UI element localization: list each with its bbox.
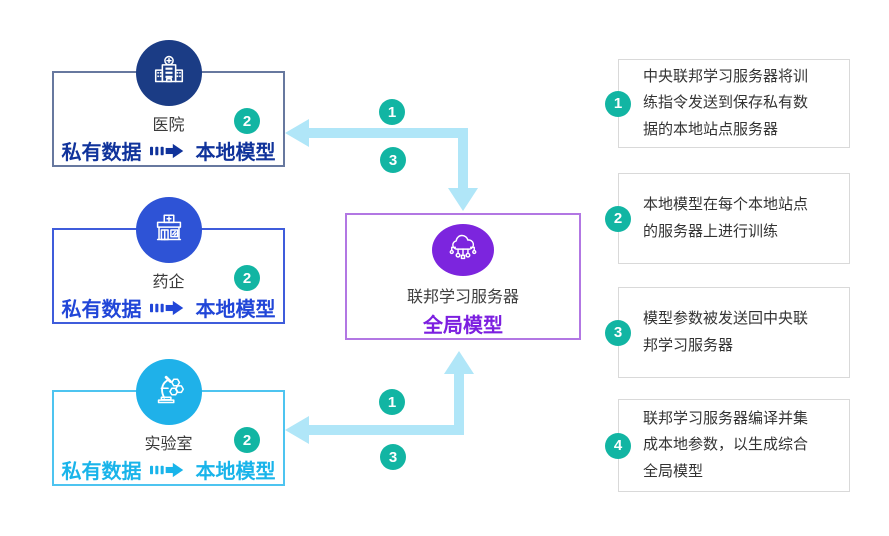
station-label: 医院 (152, 117, 185, 134)
step-badge: 2 (605, 205, 631, 232)
federated-server-card: 联邦学习服务器 全局模型 (345, 213, 581, 340)
flow-badge-send: 1 (379, 99, 405, 125)
step-badge: 2 (234, 265, 260, 291)
private-data-label: 私有数据 (61, 461, 142, 483)
step-note-text: 联邦学习服务器编译并集成本地参数，以生成综合全局模型 (643, 410, 809, 480)
step-note-1: 1 中央联邦学习服务器将训练指令发送到保存私有数据的本地站点服务器 (605, 59, 850, 148)
step-badge: 3 (605, 319, 631, 346)
cloud-network-icon (432, 224, 494, 276)
step-note-3: 3 模型参数被发送回中央联邦学习服务器 (605, 287, 850, 378)
data-to-model-row: 私有数据 本地模型 (54, 293, 283, 322)
flow-arrow-top (285, 119, 478, 211)
step-badge: 1 (605, 90, 631, 117)
private-data-label: 私有数据 (61, 299, 142, 321)
flow-badge-return: 3 (380, 444, 406, 470)
pharmacy-storefront-icon (135, 197, 202, 263)
station-card-pharma: 药企 2 私有数据 本地模型 (52, 197, 285, 324)
data-to-model-row: 私有数据 本地模型 (54, 136, 283, 165)
flow-badge-return: 3 (380, 147, 406, 173)
server-label: 联邦学习服务器 (406, 289, 519, 306)
private-data-label: 私有数据 (61, 142, 142, 164)
step-note-text: 模型参数被发送回中央联邦学习服务器 (643, 310, 809, 354)
step-badge: 4 (605, 432, 631, 459)
flow-badge-send: 1 (379, 389, 405, 415)
local-model-label: 本地模型 (195, 461, 276, 483)
step-note-2: 2 本地模型在每个本地站点的服务器上进行训练 (605, 173, 850, 264)
step-note-text: 中央联邦学习服务器将训练指令发送到保存私有数据的本地站点服务器 (643, 68, 809, 138)
step-note-4: 4 联邦学习服务器编译并集成本地参数，以生成综合全局模型 (605, 399, 850, 492)
station-label: 药企 (152, 274, 185, 291)
data-to-model-arrow-icon (149, 143, 183, 158)
local-model-label: 本地模型 (195, 142, 276, 164)
flow-arrow-bottom (285, 351, 474, 444)
station-card-lab: 实验室 2 私有数据 本地模型 (52, 359, 285, 486)
microscope-icon (135, 359, 202, 425)
local-model-label: 本地模型 (195, 299, 276, 321)
hospital-building-icon (135, 40, 202, 106)
step-badge: 2 (234, 427, 260, 453)
station-label: 实验室 (144, 436, 193, 453)
step-badge: 2 (234, 108, 260, 134)
station-card-hospital: 医院 2 私有数据 本地模型 (52, 40, 285, 167)
data-to-model-arrow-icon (149, 300, 183, 315)
step-note-text: 本地模型在每个本地站点的服务器上进行训练 (643, 196, 809, 240)
data-to-model-row: 私有数据 本地模型 (54, 455, 283, 484)
global-model-label: 全局模型 (423, 315, 503, 337)
data-to-model-arrow-icon (149, 462, 183, 477)
